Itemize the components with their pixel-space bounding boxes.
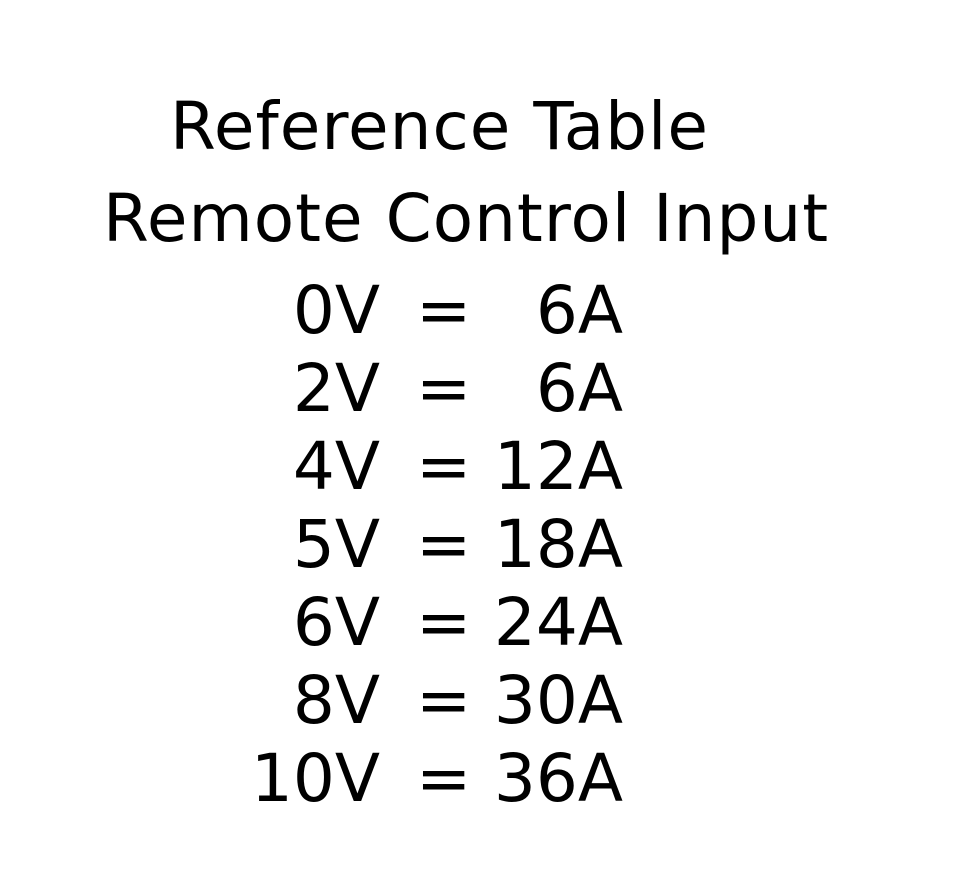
- table-row: 8V = 30A: [0, 668, 968, 746]
- voltage-value: 6V: [292, 584, 380, 661]
- current-value: 24A: [493, 584, 623, 661]
- equals-sign: =: [416, 740, 472, 817]
- equals-sign: =: [416, 584, 472, 661]
- table-row: 2V = 6A: [0, 356, 968, 434]
- voltage-value: 2V: [292, 350, 380, 427]
- current-value: 18A: [493, 506, 623, 583]
- current-value: 6A: [535, 350, 623, 427]
- voltage-value: 5V: [292, 506, 380, 583]
- title-line-2: Remote Control Input: [103, 180, 830, 257]
- current-value: 30A: [493, 662, 623, 739]
- equals-sign: =: [416, 428, 472, 505]
- voltage-value: 4V: [292, 428, 380, 505]
- current-value: 36A: [493, 740, 623, 817]
- equals-sign: =: [416, 662, 472, 739]
- title-line-1: Reference Table: [170, 88, 710, 165]
- table-row: 5V = 18A: [0, 512, 968, 590]
- table-row: 10V = 36A: [0, 746, 968, 824]
- equals-sign: =: [416, 350, 472, 427]
- voltage-value: 8V: [292, 662, 380, 739]
- voltage-value: 0V: [292, 272, 380, 349]
- equals-sign: =: [416, 506, 472, 583]
- table-row: 6V = 24A: [0, 590, 968, 668]
- voltage-value: 10V: [250, 740, 380, 817]
- equals-sign: =: [416, 272, 472, 349]
- table-row: 4V = 12A: [0, 434, 968, 512]
- current-value: 12A: [493, 428, 623, 505]
- current-value: 6A: [535, 272, 623, 349]
- table-row: 0V = 6A: [0, 278, 968, 356]
